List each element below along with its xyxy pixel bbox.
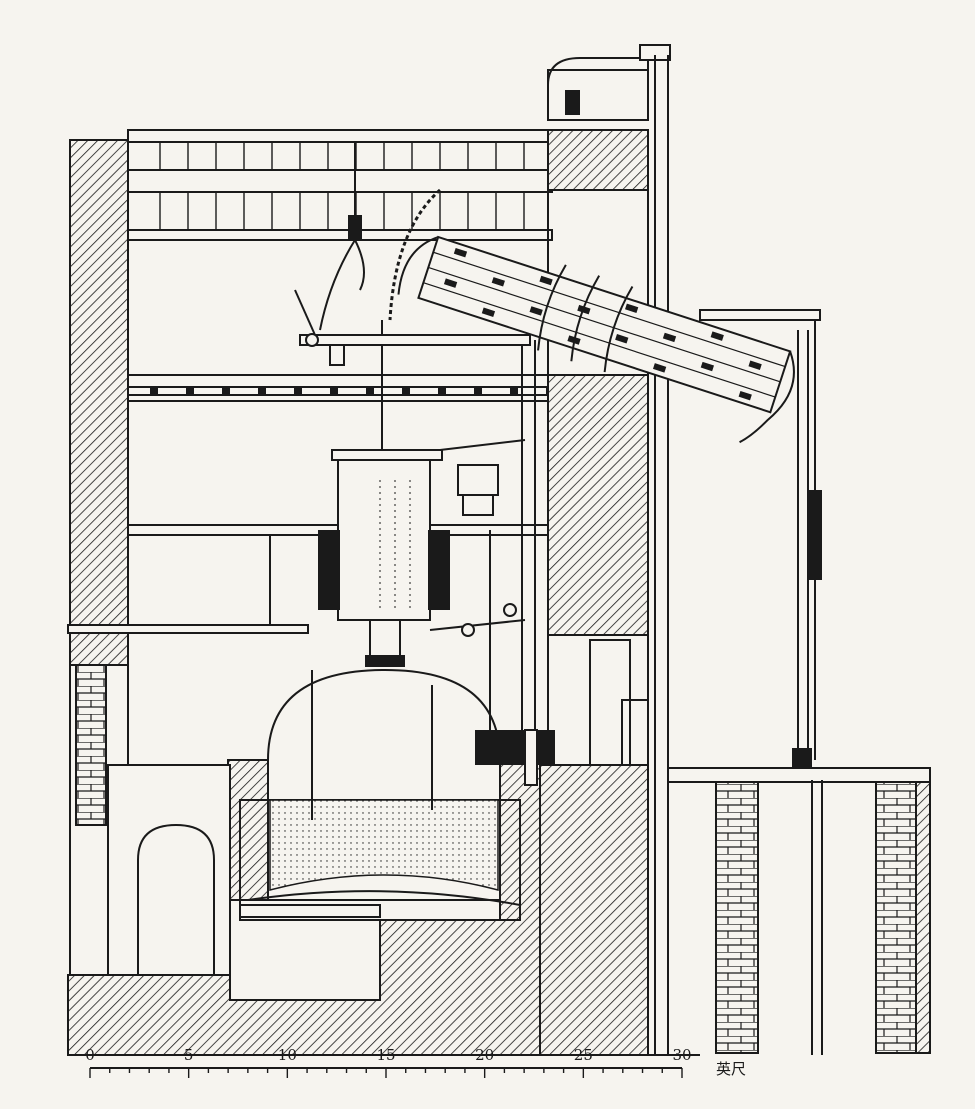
condenser-cistern	[475, 639, 649, 786]
left-wall	[69, 139, 129, 976]
scale-tick-label: 20	[475, 1046, 494, 1064]
middle-floor	[67, 524, 549, 634]
hoist-hook	[294, 142, 531, 366]
scale-tick-label: 5	[184, 1046, 194, 1064]
right-brick-piers	[667, 767, 931, 1055]
pump-rods	[521, 55, 812, 1055]
steam-cylinder	[318, 449, 450, 667]
scale-tick-label: 10	[278, 1046, 297, 1064]
scale-tick-label: 25	[574, 1046, 593, 1064]
roof-truss	[127, 129, 553, 241]
valve-gear	[269, 439, 526, 730]
beam-support-frame	[699, 309, 822, 760]
scale-tick-label: 30	[672, 1046, 691, 1064]
right-wall	[547, 44, 671, 766]
haystack-boiler	[239, 668, 521, 921]
scale-tick-label: 15	[376, 1046, 395, 1064]
working-beam	[397, 235, 795, 444]
scale-bar: 0 5 10 15 20 25 30 英尺	[85, 1046, 746, 1078]
scale-tick-label: 0	[85, 1046, 95, 1064]
scale-unit-label: 英尺	[716, 1060, 746, 1078]
ash-pit-arch	[107, 764, 231, 976]
foundation-masonry	[67, 759, 649, 1056]
